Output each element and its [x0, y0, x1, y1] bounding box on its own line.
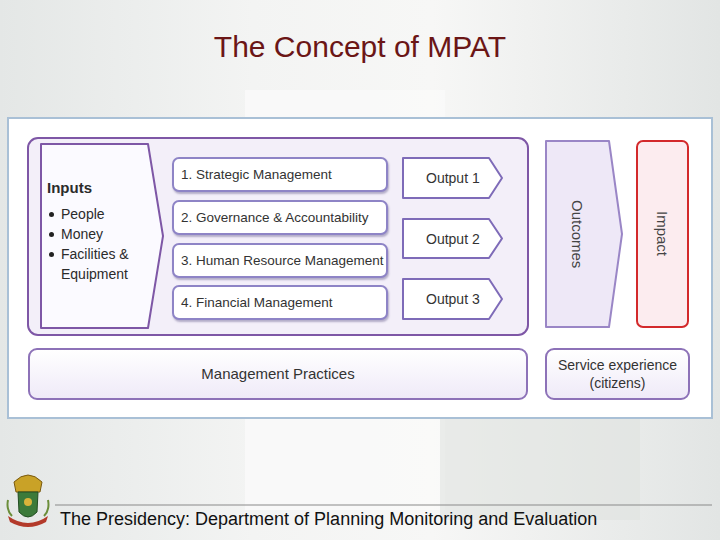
box-label: 1. Strategic Management — [181, 167, 332, 182]
box-label: Output 2 — [426, 231, 487, 247]
practice-box: 3. Human Resource Management — [172, 243, 388, 278]
box-label: Outcomes — [569, 200, 586, 268]
output-arrow: Output 2 — [402, 218, 503, 259]
coat-of-arms — [8, 475, 49, 527]
bullet-dot — [49, 252, 54, 257]
service-box: Service experience (citizens) — [545, 348, 690, 400]
box-label: Management Practices — [201, 365, 354, 383]
box-label: 2. Governance & Accountability — [181, 210, 369, 225]
bullet-item: Money — [47, 224, 146, 244]
emblem-ribbon — [8, 516, 48, 527]
footer-text: The Presidency: Department of Planning M… — [60, 509, 710, 530]
arrow-shape — [403, 219, 502, 258]
box-label: Impact — [654, 211, 671, 256]
emblem-sun — [24, 498, 32, 506]
outcomes-chevron: Outcomes — [545, 140, 623, 328]
group-box — [28, 138, 528, 335]
arrow-shape — [546, 141, 622, 327]
inputs-arrow: InputsPeopleMoneyFacilities & Equipment — [40, 143, 164, 329]
output-arrow: Output 1 — [402, 157, 503, 199]
box-label: 4. Financial Management — [181, 295, 333, 310]
emblem-leaves — [8, 500, 49, 516]
diagram-panel — [8, 118, 712, 418]
arrow-shape — [403, 158, 502, 198]
box-label: Service experience (citizens) — [553, 356, 682, 392]
output-arrow: Output 3 — [402, 278, 503, 320]
practice-box: 2. Governance & Accountability — [172, 200, 388, 235]
box-label: Output 3 — [426, 291, 487, 307]
emblem-shield — [18, 492, 38, 517]
arrow-shape — [403, 279, 502, 319]
inputs-heading: Inputs — [47, 179, 146, 196]
bullet-item: People — [47, 204, 146, 224]
bullet-dot — [49, 212, 54, 217]
practices-band: Management Practices — [28, 348, 528, 400]
impact-box: Impact — [636, 140, 689, 328]
box-label: Output 1 — [426, 170, 487, 186]
arrow-shape — [41, 144, 163, 328]
footer-rule — [55, 504, 712, 505]
box-label: 3. Human Resource Management — [181, 253, 384, 268]
bullet-item: Facilities & Equipment — [47, 244, 146, 284]
practice-box: 1. Strategic Management — [172, 157, 388, 192]
emblem-wings — [14, 475, 42, 492]
slide-title: The Concept of MPAT — [0, 30, 720, 64]
bullet-dot — [49, 232, 54, 237]
practice-box: 4. Financial Management — [172, 285, 388, 320]
